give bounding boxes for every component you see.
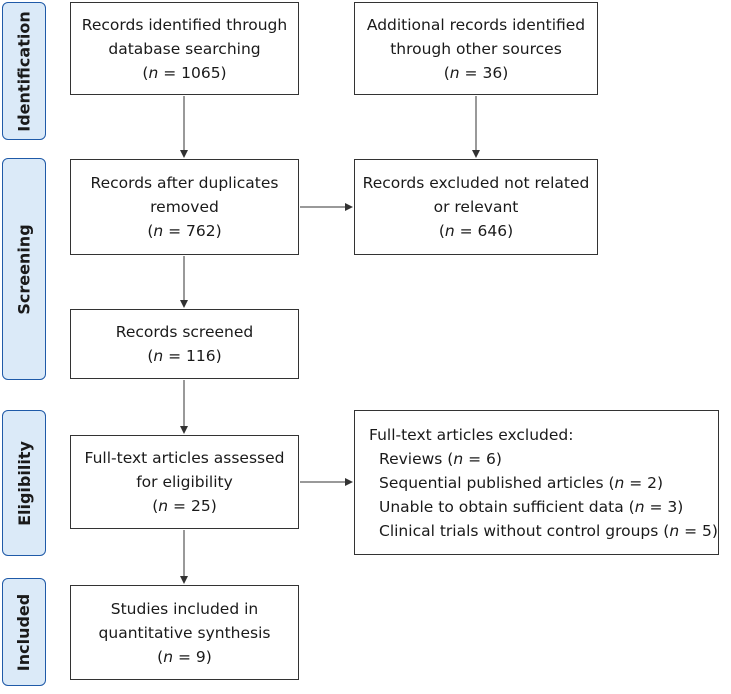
phase-included: Included xyxy=(2,578,46,686)
included-line2: quantitative synthesis xyxy=(98,623,271,642)
box-fulltext-excluded: Full-text articles excluded: Reviews (n … xyxy=(354,410,719,555)
included-count: (n = 9) xyxy=(157,647,212,666)
fulltext-assessed-line2: for eligibility xyxy=(136,473,233,491)
excluded-unrelated-count: (n = 646) xyxy=(438,222,514,240)
phase-screening-label: Screening xyxy=(14,223,34,315)
phase-eligibility-label: Eligibility xyxy=(14,440,34,526)
exclusion-reason: Sequential published articles (n = 2) xyxy=(379,473,664,492)
screened-count: (n = 116) xyxy=(147,347,222,365)
after-dupes-line1: Records after duplicates xyxy=(90,174,279,192)
exclusion-reason: Reviews (n = 6) xyxy=(379,449,502,468)
box-records-screened: Records screened (n = 116) xyxy=(70,309,299,379)
other-sources-line2: through other sources xyxy=(390,39,562,58)
exclusion-reason: Clinical trials without control groups (… xyxy=(379,521,718,540)
box-database-search: Records identified through database sear… xyxy=(70,2,299,95)
phase-identification: Identification xyxy=(2,2,46,140)
db-search-line1: Records identified through xyxy=(81,15,288,34)
phase-included-label: Included xyxy=(14,593,34,671)
phase-screening: Screening xyxy=(2,158,46,380)
box-fulltext-assessed: Full-text articles assessed for eligibil… xyxy=(70,435,299,529)
after-dupes-count: (n = 762) xyxy=(147,222,222,240)
box-after-duplicates: Records after duplicates removed (n = 76… xyxy=(70,159,299,255)
after-dupes-line2: removed xyxy=(150,198,219,216)
box-excluded-unrelated: Records excluded not related or relevant… xyxy=(354,159,598,255)
phase-identification-label: Identification xyxy=(14,10,34,132)
included-line1: Studies included in xyxy=(110,599,259,618)
box-other-sources: Additional records identified through ot… xyxy=(354,2,598,95)
other-sources-line1: Additional records identified xyxy=(366,15,586,34)
excluded-unrelated-line2: or relevant xyxy=(433,198,519,216)
db-search-line2: database searching xyxy=(108,39,261,58)
box-included-studies: Studies included in quantitative synthes… xyxy=(70,585,299,680)
other-sources-count: (n = 36) xyxy=(443,63,509,82)
excluded-unrelated-line1: Records excluded not related xyxy=(362,174,590,192)
phase-eligibility: Eligibility xyxy=(2,410,46,556)
screened-line1: Records screened xyxy=(115,323,254,341)
fulltext-excluded-title: Full-text articles excluded: xyxy=(369,425,574,444)
fulltext-assessed-count: (n = 25) xyxy=(152,497,217,515)
fulltext-assessed-line1: Full-text articles assessed xyxy=(84,449,285,467)
db-search-count: (n = 1065) xyxy=(142,63,227,82)
exclusion-reason: Unable to obtain sufficient data (n = 3) xyxy=(379,497,684,516)
